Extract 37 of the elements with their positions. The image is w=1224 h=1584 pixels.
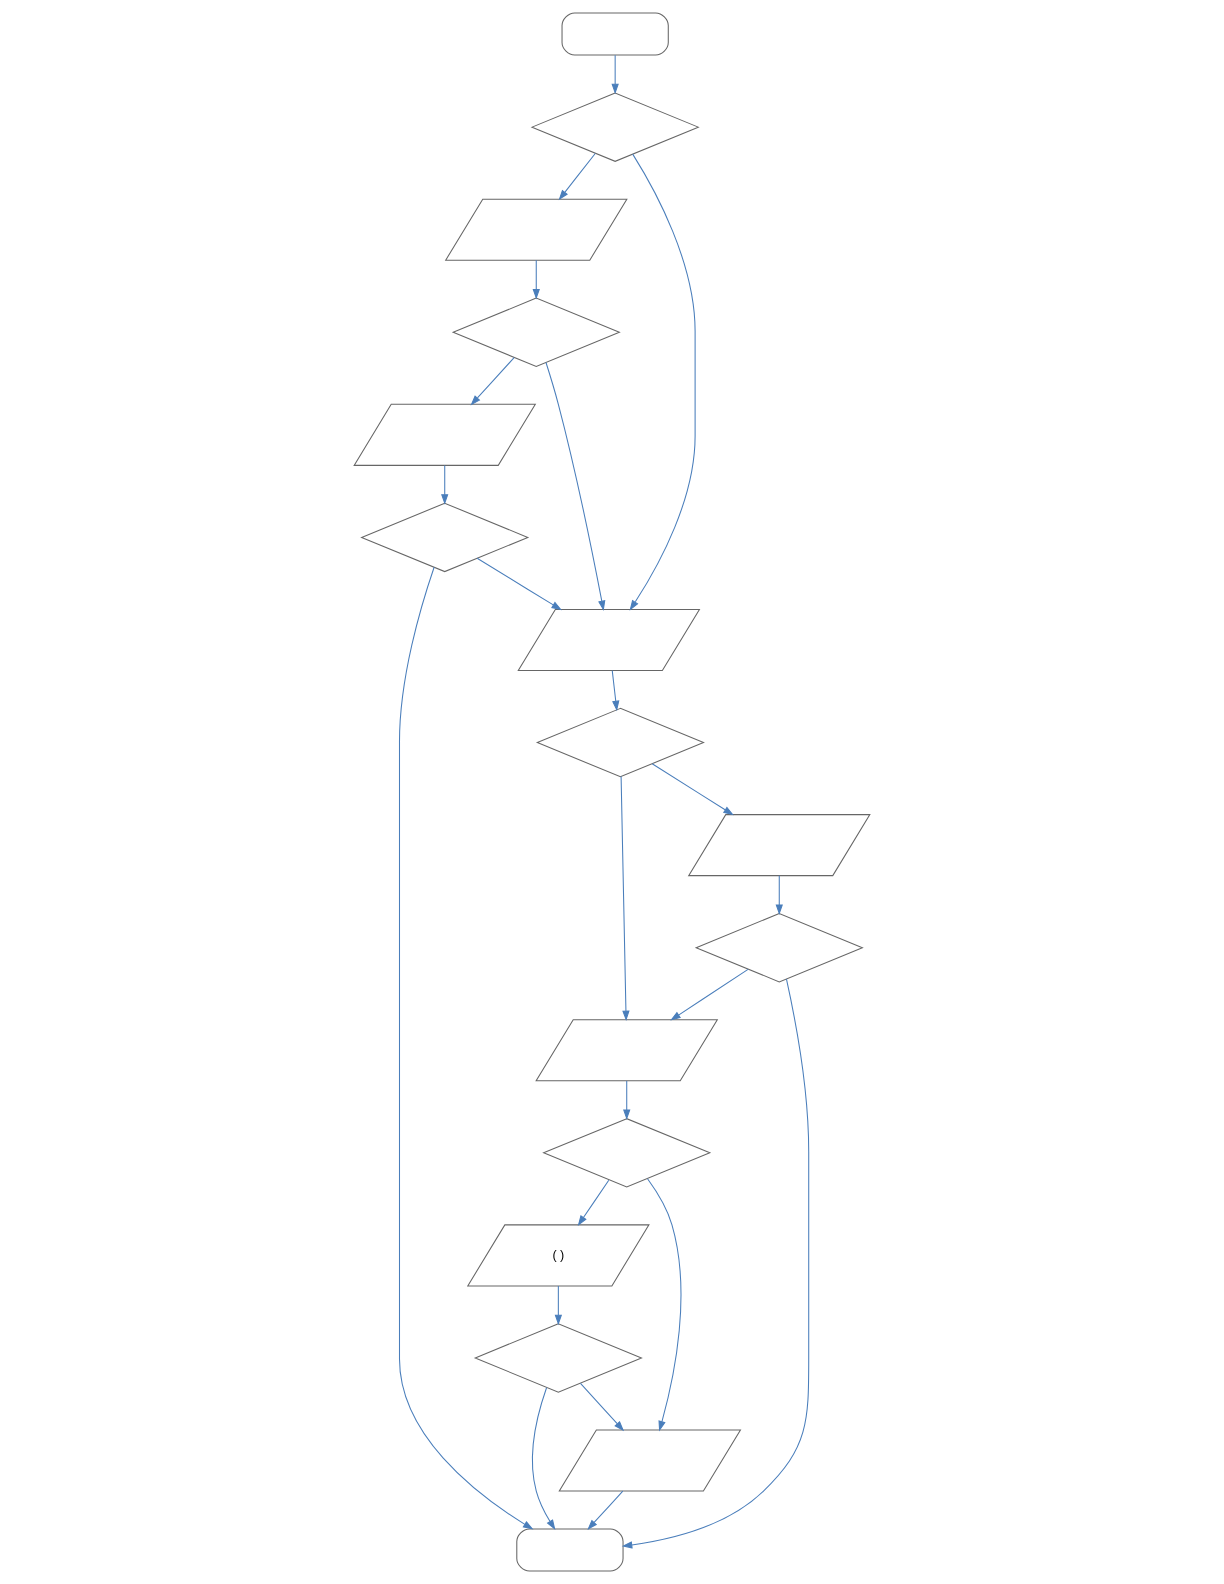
arrow [532,259,540,300]
node-diamond [473,1323,643,1393]
arrow [775,875,783,915]
arrow [621,978,810,1549]
node-parallelogram [535,1019,719,1082]
arrow [611,54,619,95]
arrow [470,357,515,406]
arrow [476,557,562,611]
arrow [647,1178,682,1432]
node-oval [561,12,669,56]
node-parallelogram [687,814,871,877]
node-parallelogram [444,198,628,261]
node-parallelogram [558,1429,742,1492]
node-diamond [535,707,705,778]
arrow [532,1387,556,1530]
node-parallelogram [353,403,537,466]
arrow [611,670,620,712]
node-oval [516,1528,624,1572]
arrow [579,1382,625,1432]
arrow [623,1080,631,1121]
node-diamond [530,92,700,162]
arrow [554,1285,563,1326]
arrow [577,1179,610,1226]
node-parallelogram [517,608,701,671]
arrow [587,1490,624,1530]
node-diamond [694,912,864,983]
arrow [558,153,596,201]
arrow [441,464,449,505]
node-diamond [451,297,621,368]
arrow [651,763,734,816]
arrow [545,362,606,612]
arrow [620,776,630,1022]
node-diamond [360,502,530,573]
node-diamond [542,1118,712,1188]
arrow [629,153,696,611]
arrow [398,566,534,1530]
arrow [670,968,749,1021]
